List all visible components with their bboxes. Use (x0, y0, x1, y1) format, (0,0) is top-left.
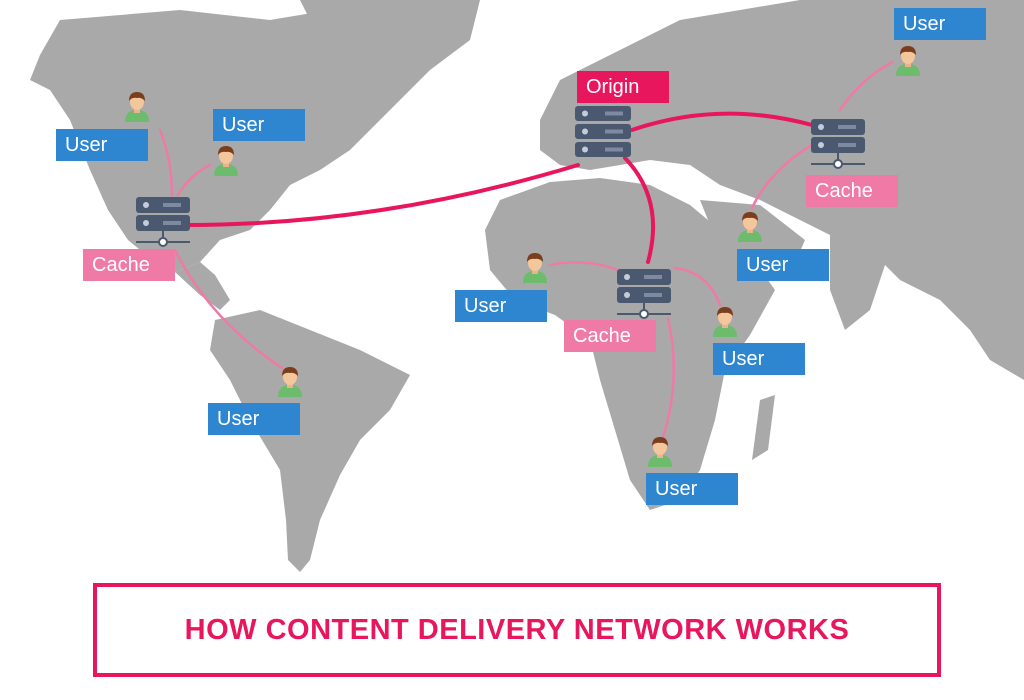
cache-label-asia: Cache (806, 175, 898, 207)
south-america (210, 310, 410, 572)
link-asia-user-east-asia (838, 60, 894, 112)
user-label-west-africa: User (455, 290, 547, 322)
link-origin-cache-americas (186, 163, 580, 227)
link-americas-user-na-west (158, 128, 174, 197)
server-stack-icon (575, 106, 631, 157)
user-label-south-america: User (208, 403, 300, 435)
cache-label-africa: Cache (564, 320, 656, 352)
user-label-east-asia: User (894, 8, 986, 40)
user-label-na-west: User (56, 129, 148, 161)
origin-label: Origin (577, 71, 669, 103)
central-america (175, 262, 230, 310)
origin-server (575, 106, 631, 157)
madagascar (752, 395, 775, 460)
greenland (300, 0, 470, 55)
india (830, 235, 890, 330)
link-africa-user-south (660, 316, 676, 442)
link-americas-user-sa (173, 248, 284, 370)
page-title: HOW CONTENT DELIVERY NETWORK WORKS (184, 613, 850, 646)
user-label-south-africa: User (646, 473, 738, 505)
user-label-na-east: User (213, 109, 305, 141)
link-origin-cache-asia (630, 111, 814, 132)
link-africa-user-east (673, 266, 722, 307)
link-americas-user-na-east (176, 163, 212, 197)
connections (158, 60, 894, 442)
link-africa-user-west (548, 261, 620, 272)
user-label-middle-east: User (737, 249, 829, 281)
cache-label-americas: Cache (83, 249, 175, 281)
title-banner: HOW CONTENT DELIVERY NETWORK WORKS (93, 583, 941, 677)
link-origin-cache-africa (623, 156, 656, 264)
continents (30, 0, 1024, 572)
link-asia-user-middle-east (750, 143, 814, 210)
user-label-east-africa: User (713, 343, 805, 375)
